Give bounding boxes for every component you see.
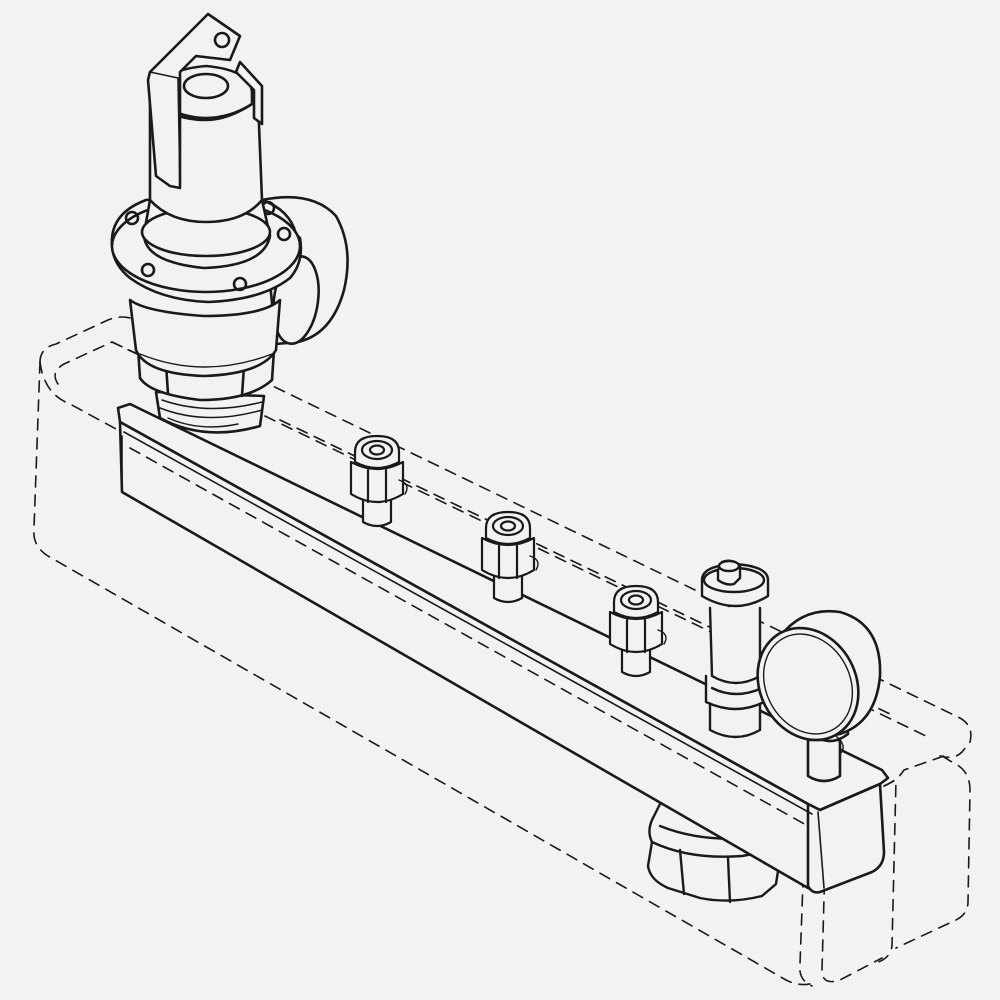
manifold-end-face: [806, 782, 886, 894]
insulation-end-face: [821, 825, 883, 983]
manifold-chamfer: [123, 431, 813, 815]
insulation-inner-end: [883, 755, 945, 787]
insulation-top-face-inner: [54, 341, 931, 739]
manifold-bar-icon: [116, 402, 890, 894]
insulation-back-right: [895, 755, 971, 949]
insulation-front-face: [32, 361, 817, 986]
pressure-gauge-icon: [756, 609, 882, 783]
insulation-top-face: [39, 316, 972, 759]
hex-fitting-icon: [480, 510, 539, 604]
valve-body: [128, 298, 282, 378]
safety-valve-icon: [110, 12, 349, 434]
valve-lever: [146, 12, 242, 190]
insulation-front-corner: [798, 799, 813, 987]
hex-fitting-icon: [608, 584, 667, 678]
air-vent-icon: [700, 559, 770, 739]
valve-bottom-thread: [154, 390, 266, 434]
hex-fitting-icon: [349, 434, 408, 528]
insulation-right-face: [877, 779, 897, 963]
